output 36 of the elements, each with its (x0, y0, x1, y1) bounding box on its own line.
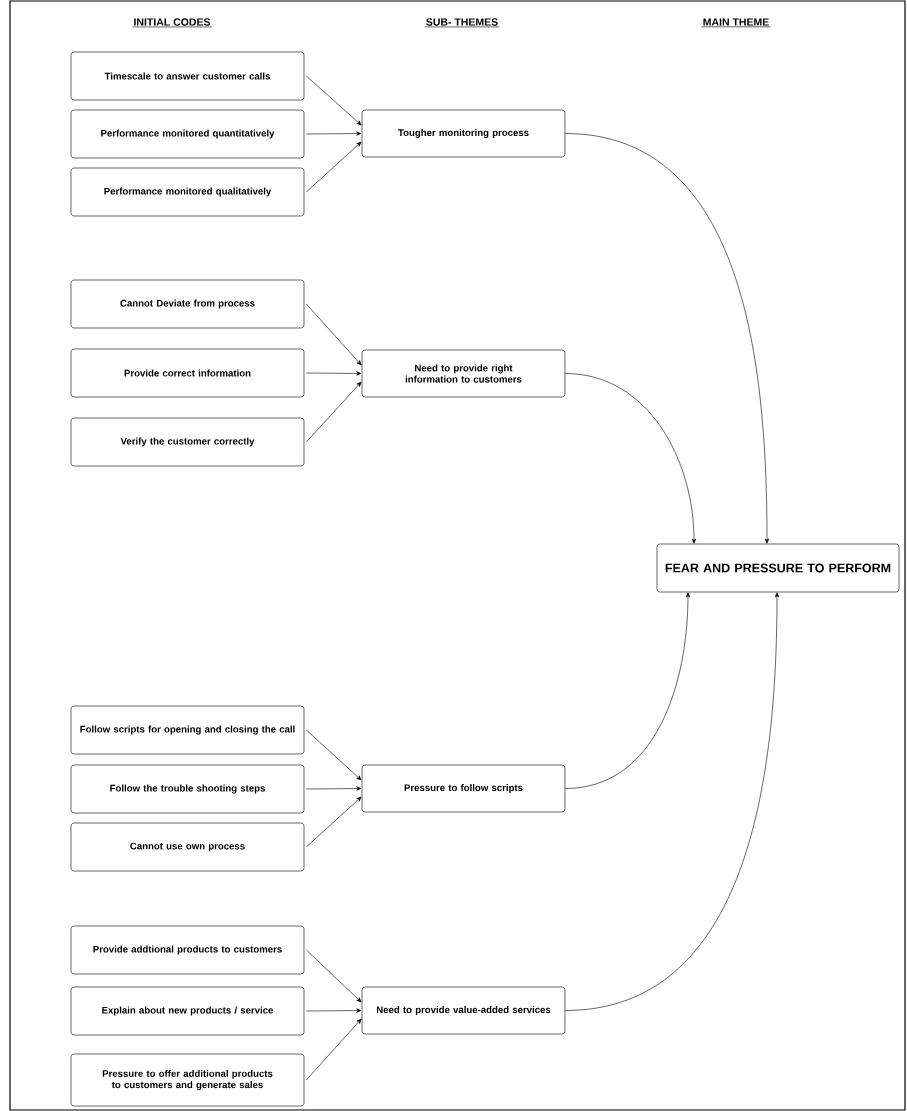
code-box: Provide addtional products to customers (70, 925, 305, 975)
arrow (306, 949, 362, 1003)
arrow (306, 303, 362, 366)
code-box: Verify the customer correctly (70, 417, 305, 467)
theme-box: FEAR AND PRESSURE TO PERFORM (656, 543, 900, 593)
subtheme-box: Need to provide value-added services (361, 986, 566, 1035)
column-heading: SUB- THEMES (424, 18, 500, 28)
code-box: Follow scripts for opening and closing the call (70, 705, 305, 755)
code-box: Cannot Deviate from process (70, 279, 305, 329)
code-box: Performance monitored qualitatively (70, 167, 305, 217)
arrow (565, 592, 691, 789)
arrow (306, 796, 362, 848)
code-box: Cannot use own process (70, 822, 305, 872)
code-box: Explain about new products / service (70, 986, 305, 1036)
code-box: Follow the trouble shooting steps (70, 764, 305, 814)
arrow (306, 786, 362, 791)
column-heading: MAIN THEME (701, 18, 771, 28)
arrow (306, 381, 362, 443)
subtheme-box: Pressure to follow scripts (361, 764, 566, 813)
code-box: Provide correct information (70, 348, 305, 398)
arrow (306, 75, 362, 126)
arrow (306, 141, 362, 193)
arrow (306, 131, 362, 136)
column-heading: INITIAL CODES (132, 18, 212, 28)
code-box: Timescale to answer customer calls (70, 51, 305, 101)
arrow (306, 1018, 362, 1081)
arrow (306, 729, 362, 781)
subtheme-box: Need to provide right information to customers (361, 349, 566, 398)
subtheme-box: Tougher monitoring process (361, 109, 566, 158)
arrow (306, 371, 362, 376)
code-box: Pressure to offer additional products to customers and generate sales (70, 1053, 305, 1107)
code-box: Performance monitored quantitatively (70, 109, 305, 159)
arrow (565, 373, 697, 544)
arrow (306, 1008, 362, 1013)
arrow (565, 133, 770, 544)
arrow (565, 592, 780, 1011)
